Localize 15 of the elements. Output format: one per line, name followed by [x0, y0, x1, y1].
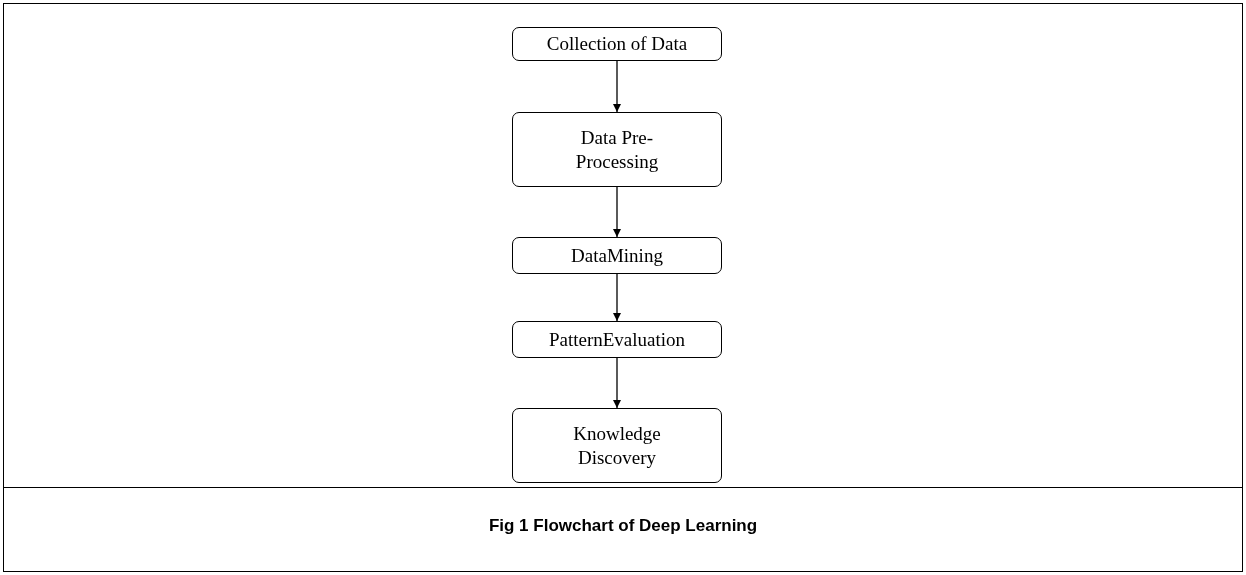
step-label: DataMining — [571, 243, 663, 268]
process-box — [512, 408, 722, 483]
arrow — [613, 60, 621, 113]
process-box — [512, 321, 722, 358]
arrow — [613, 357, 621, 409]
step-label: PatternEvaluation — [548, 327, 686, 352]
process-box — [512, 27, 722, 61]
step-label: Knowledge Discovery — [572, 421, 662, 470]
step-label: Collection of Data — [546, 32, 688, 56]
arrow — [613, 186, 621, 238]
figure-caption: Fig 1 Flowchart of Deep Learning — [488, 516, 758, 535]
arrow — [613, 273, 621, 322]
process-box — [512, 237, 722, 274]
step-label: Data Pre- Processing — [574, 125, 660, 174]
process-box — [512, 112, 722, 187]
